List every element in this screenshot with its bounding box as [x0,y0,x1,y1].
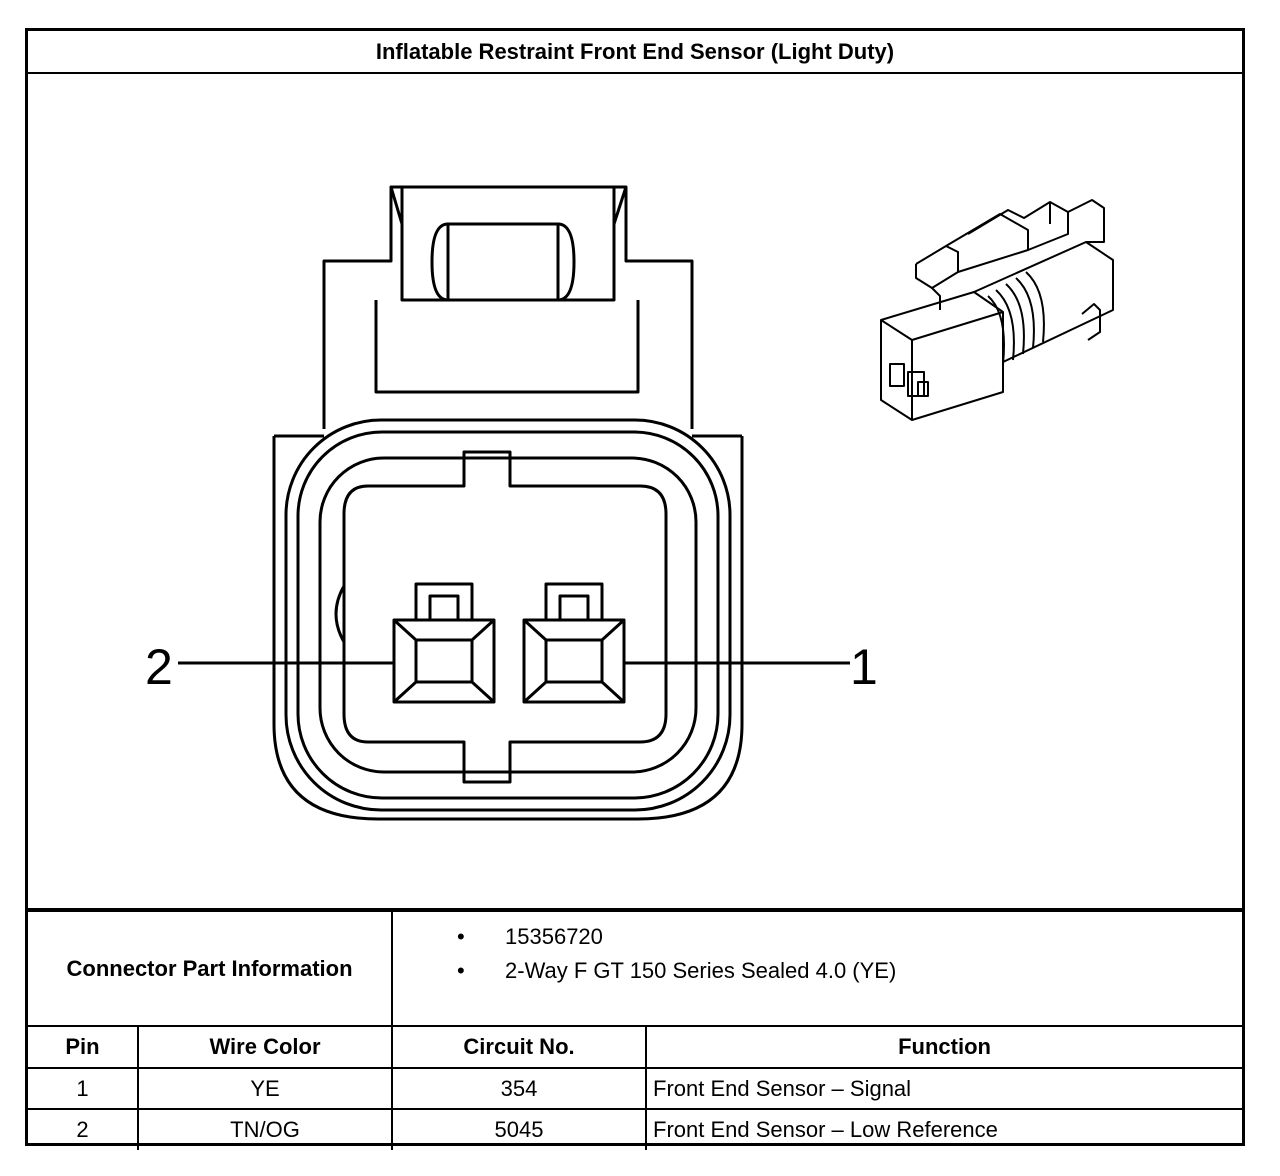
table-row: 1 YE 354 Front End Sensor – Signal [28,1067,1243,1110]
part-number: 15356720 [457,922,1236,956]
header-circuit-no: Circuit No. [391,1025,648,1069]
connector-part-info-label: Connector Part Information [28,908,394,1027]
wire-color-cell: YE [136,1067,394,1110]
connector-description: 2-Way F GT 150 Series Sealed 4.0 (YE) [457,956,1236,990]
connector-latch [322,185,694,429]
diagram-title: Inflatable Restraint Front End Sensor (L… [28,31,1242,74]
connector-drawing-area: 2 1 [28,74,1242,908]
pin-table-header: Pin Wire Color Circuit No. Function [28,1025,1243,1069]
circuit-no-cell: 354 [391,1067,648,1110]
header-wire-color: Wire Color [136,1025,394,1069]
header-pin: Pin [28,1025,139,1069]
wire-color-cell: TN/OG [136,1108,394,1150]
connector-isometric-illustration [880,199,1114,421]
pin-2-label: 2 [145,639,173,695]
connector-body [272,418,744,821]
pin-cell: 2 [28,1108,139,1150]
header-function: Function [645,1025,1243,1069]
function-cell: Front End Sensor – Signal [645,1067,1243,1110]
function-cell: Front End Sensor – Low Reference [645,1108,1243,1150]
connector-part-info-list: 15356720 2-Way F GT 150 Series Sealed 4.… [391,908,1243,1027]
connector-info-table: Connector Part Information 15356720 2-Wa… [28,908,1243,1150]
pin-cell: 1 [28,1067,139,1110]
connector-diagram-sheet: Inflatable Restraint Front End Sensor (L… [25,28,1245,1150]
connector-face-view: 2 1 [145,185,1114,821]
circuit-no-cell: 5045 [391,1108,648,1150]
table-row: 2 TN/OG 5045 Front End Sensor – Low Refe… [28,1108,1243,1150]
pin-1-label: 1 [850,639,878,695]
terminal-cavity-1 [522,582,626,704]
terminal-cavity-2 [392,582,496,704]
